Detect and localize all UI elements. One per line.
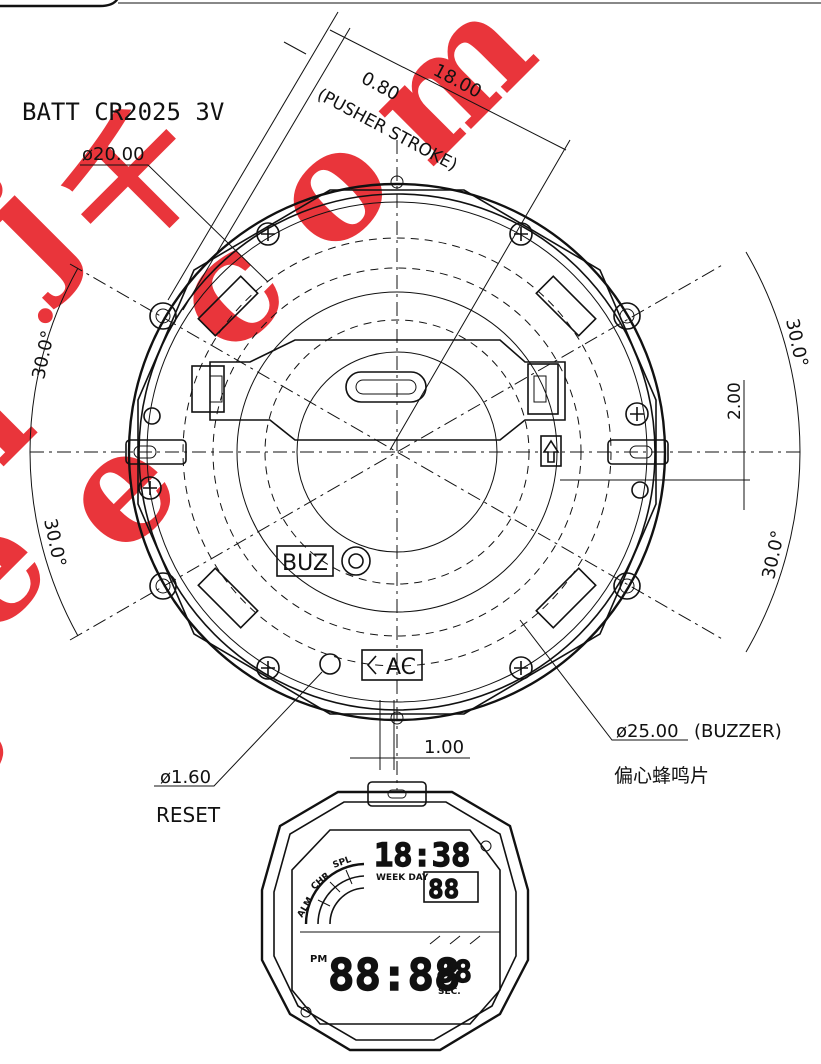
ac-arrow-icon	[366, 655, 377, 675]
svg-text:CHR: CHR	[310, 871, 333, 892]
screw-icon	[509, 656, 533, 680]
lcd-pm: PM	[310, 954, 327, 965]
up-arrow-box	[540, 435, 562, 467]
dim-200-label: 2.00	[725, 382, 745, 420]
pusher-pin	[149, 302, 177, 330]
lcd-sec: SEC.	[438, 987, 461, 997]
diameter-20-label: ø20.00	[82, 144, 145, 165]
buz-label: BUZ	[282, 551, 328, 576]
inner-dashed-circle	[264, 319, 530, 585]
buzzer-label: (BUZZER)	[694, 721, 782, 742]
small-pin	[631, 481, 649, 499]
corner-tab	[0, 0, 119, 8]
core-circle	[296, 351, 498, 553]
angle-bottom-right-label: 30.0°	[758, 529, 789, 581]
lcd-sec-digits: 88	[436, 955, 472, 990]
angle-line-2	[69, 263, 725, 641]
spring-slots	[197, 275, 597, 629]
battery-clip	[209, 339, 566, 441]
outer-ring	[127, 182, 667, 722]
angle-top-right-label: 30.0°	[781, 317, 812, 369]
left-contact	[191, 365, 225, 413]
pusher-pin	[613, 302, 641, 330]
pusher-pin	[149, 572, 177, 600]
screw-icon	[256, 222, 280, 246]
battery-label: BATT CR2025 3V	[22, 98, 224, 126]
dim-100-label: 1.00	[424, 737, 464, 758]
right-pusher-slot	[607, 439, 669, 465]
battery-circle	[212, 267, 582, 637]
svg-text:ALM: ALM	[296, 896, 316, 920]
lcd-module: ALM CHR SPL 18:38 WEEK DAY 88 PM 88:88 8…	[260, 781, 530, 1052]
ac-label: AC	[386, 655, 416, 680]
angle-arc-left	[29, 267, 79, 453]
angle-line-1	[69, 263, 725, 641]
left-pusher-slot	[125, 439, 187, 465]
screw-icon	[138, 476, 162, 500]
reset-hole	[319, 653, 341, 675]
outer-ring-2	[138, 193, 656, 711]
movement: BUZ AC	[30, 140, 800, 790]
angle-arc-right	[745, 251, 801, 453]
lcd-week-day: WEEK DAY	[376, 873, 429, 883]
lcd-top-tab	[367, 781, 427, 807]
left-contact-inner	[209, 375, 223, 403]
small-pin	[143, 407, 161, 425]
diameter-25-label: ø25.00	[616, 721, 679, 742]
buzzer-contact-icon	[341, 546, 371, 576]
reset-label: RESET	[156, 803, 221, 827]
buzzer-circle	[182, 237, 612, 667]
lcd-main-digits: 88:88	[328, 950, 460, 1001]
clip-slot-inner	[355, 379, 417, 395]
buz-box	[276, 545, 334, 577]
screw-icon	[256, 656, 280, 680]
ac-box	[361, 649, 423, 681]
diameter-160-label: ø1.60	[160, 767, 211, 788]
buzzer-cn-label: 偏心蜂鸣片	[614, 765, 709, 787]
lcd-outline	[260, 790, 530, 1052]
screws	[138, 222, 649, 680]
lcd-day-digits: 88	[428, 875, 459, 905]
right-contact-inner	[533, 375, 547, 403]
lcd-top-digits: 18:38	[374, 836, 470, 874]
right-contact	[527, 363, 559, 415]
clip-slot	[345, 371, 427, 403]
outer-ring-3	[146, 201, 648, 703]
up-arrow-icon	[542, 439, 560, 463]
screw-icon	[509, 222, 533, 246]
screw-icon	[625, 402, 649, 426]
pushers	[143, 302, 649, 600]
pusher-pin	[613, 572, 641, 600]
lcd-arc-gauge	[304, 862, 365, 925]
outer-octagon	[137, 189, 657, 715]
angle-top-left-label: 30.0°	[28, 329, 59, 381]
